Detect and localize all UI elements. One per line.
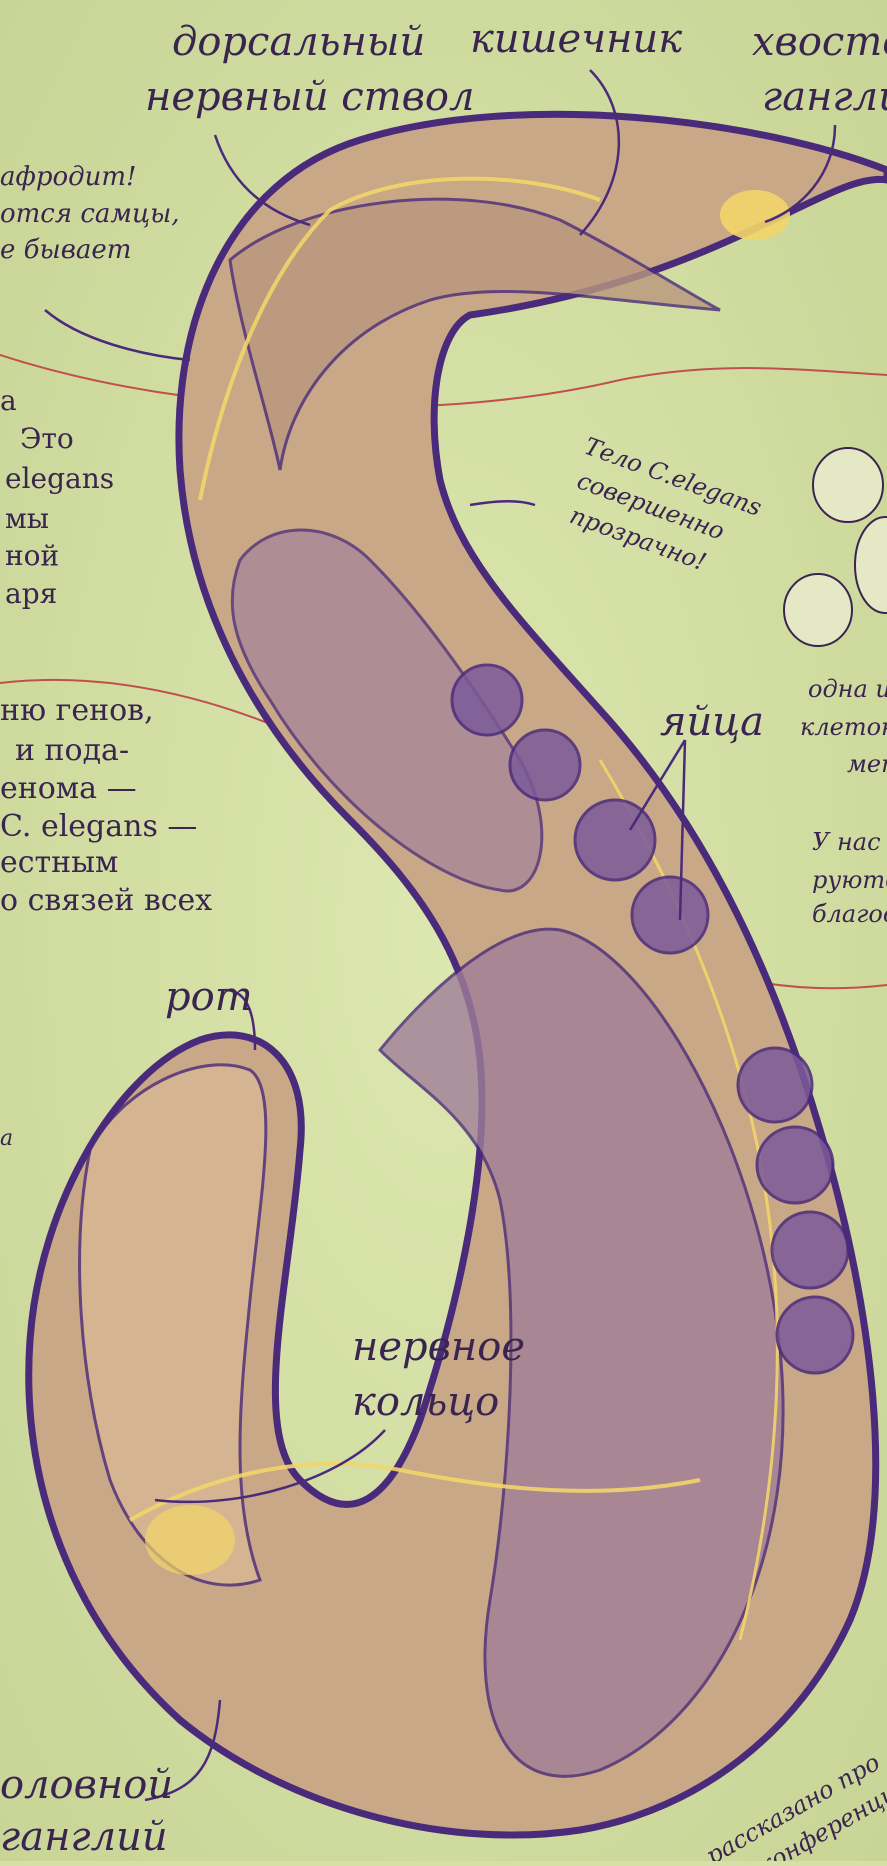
egg (777, 1297, 853, 1373)
block2-line3: енома — (0, 771, 137, 806)
herm-line1: афродит! (0, 162, 136, 192)
label-dorsal-line1: дорсальный (172, 19, 425, 65)
label-head-ganglion-line1: оловной (0, 1762, 173, 1808)
block2-line6: о связей всех (0, 883, 212, 918)
label-mouth: рот (165, 974, 253, 1020)
cells-line1: одна и (808, 675, 887, 703)
block1-line5: ной (5, 539, 59, 572)
label-tail-line2: ганглии (762, 74, 887, 120)
herm-line3: е бывает (0, 235, 131, 265)
egg (510, 730, 580, 800)
block2-line4: C. elegans — (0, 809, 197, 844)
egg (772, 1212, 848, 1288)
egg (575, 800, 655, 880)
note-line3: благода (812, 900, 887, 928)
label-nerve-ring-line2: кольцо (352, 1379, 499, 1425)
cells-line3: мет (847, 750, 887, 778)
block1-line6: аря (5, 577, 57, 610)
label-intestine: кишечник (470, 16, 682, 62)
block1-line4: мы (5, 502, 49, 535)
herm-line2: отся самцы, (0, 199, 180, 229)
label-tail-line1: хвостово (752, 19, 887, 65)
block1-line2: Это (20, 422, 74, 455)
label-nerve-ring-line1: нервное (352, 1324, 525, 1370)
block1-line1: а (0, 384, 17, 417)
label-eggs: яйца (660, 699, 764, 745)
block2-line5: естным (0, 845, 118, 880)
right-note: У нас руются благода (812, 828, 887, 928)
egg (452, 665, 522, 735)
block1-line3: elegans (5, 462, 114, 495)
label-dorsal-line2: нервный ствол (145, 74, 474, 120)
egg (632, 877, 708, 953)
note-line1: У нас (812, 828, 881, 856)
note-line2: руются (812, 866, 887, 894)
cells-line2: клеток (800, 713, 887, 741)
block2-line1: ню генов, (0, 693, 154, 728)
stray-text: а (0, 1126, 13, 1151)
egg (757, 1127, 833, 1203)
block2-line2: и пода- (15, 733, 129, 768)
head-ganglion-blob (145, 1505, 235, 1575)
cell (813, 448, 883, 522)
cell (784, 574, 852, 646)
label-head-ganglion-line2: ганглий (0, 1814, 168, 1860)
egg (738, 1048, 812, 1122)
